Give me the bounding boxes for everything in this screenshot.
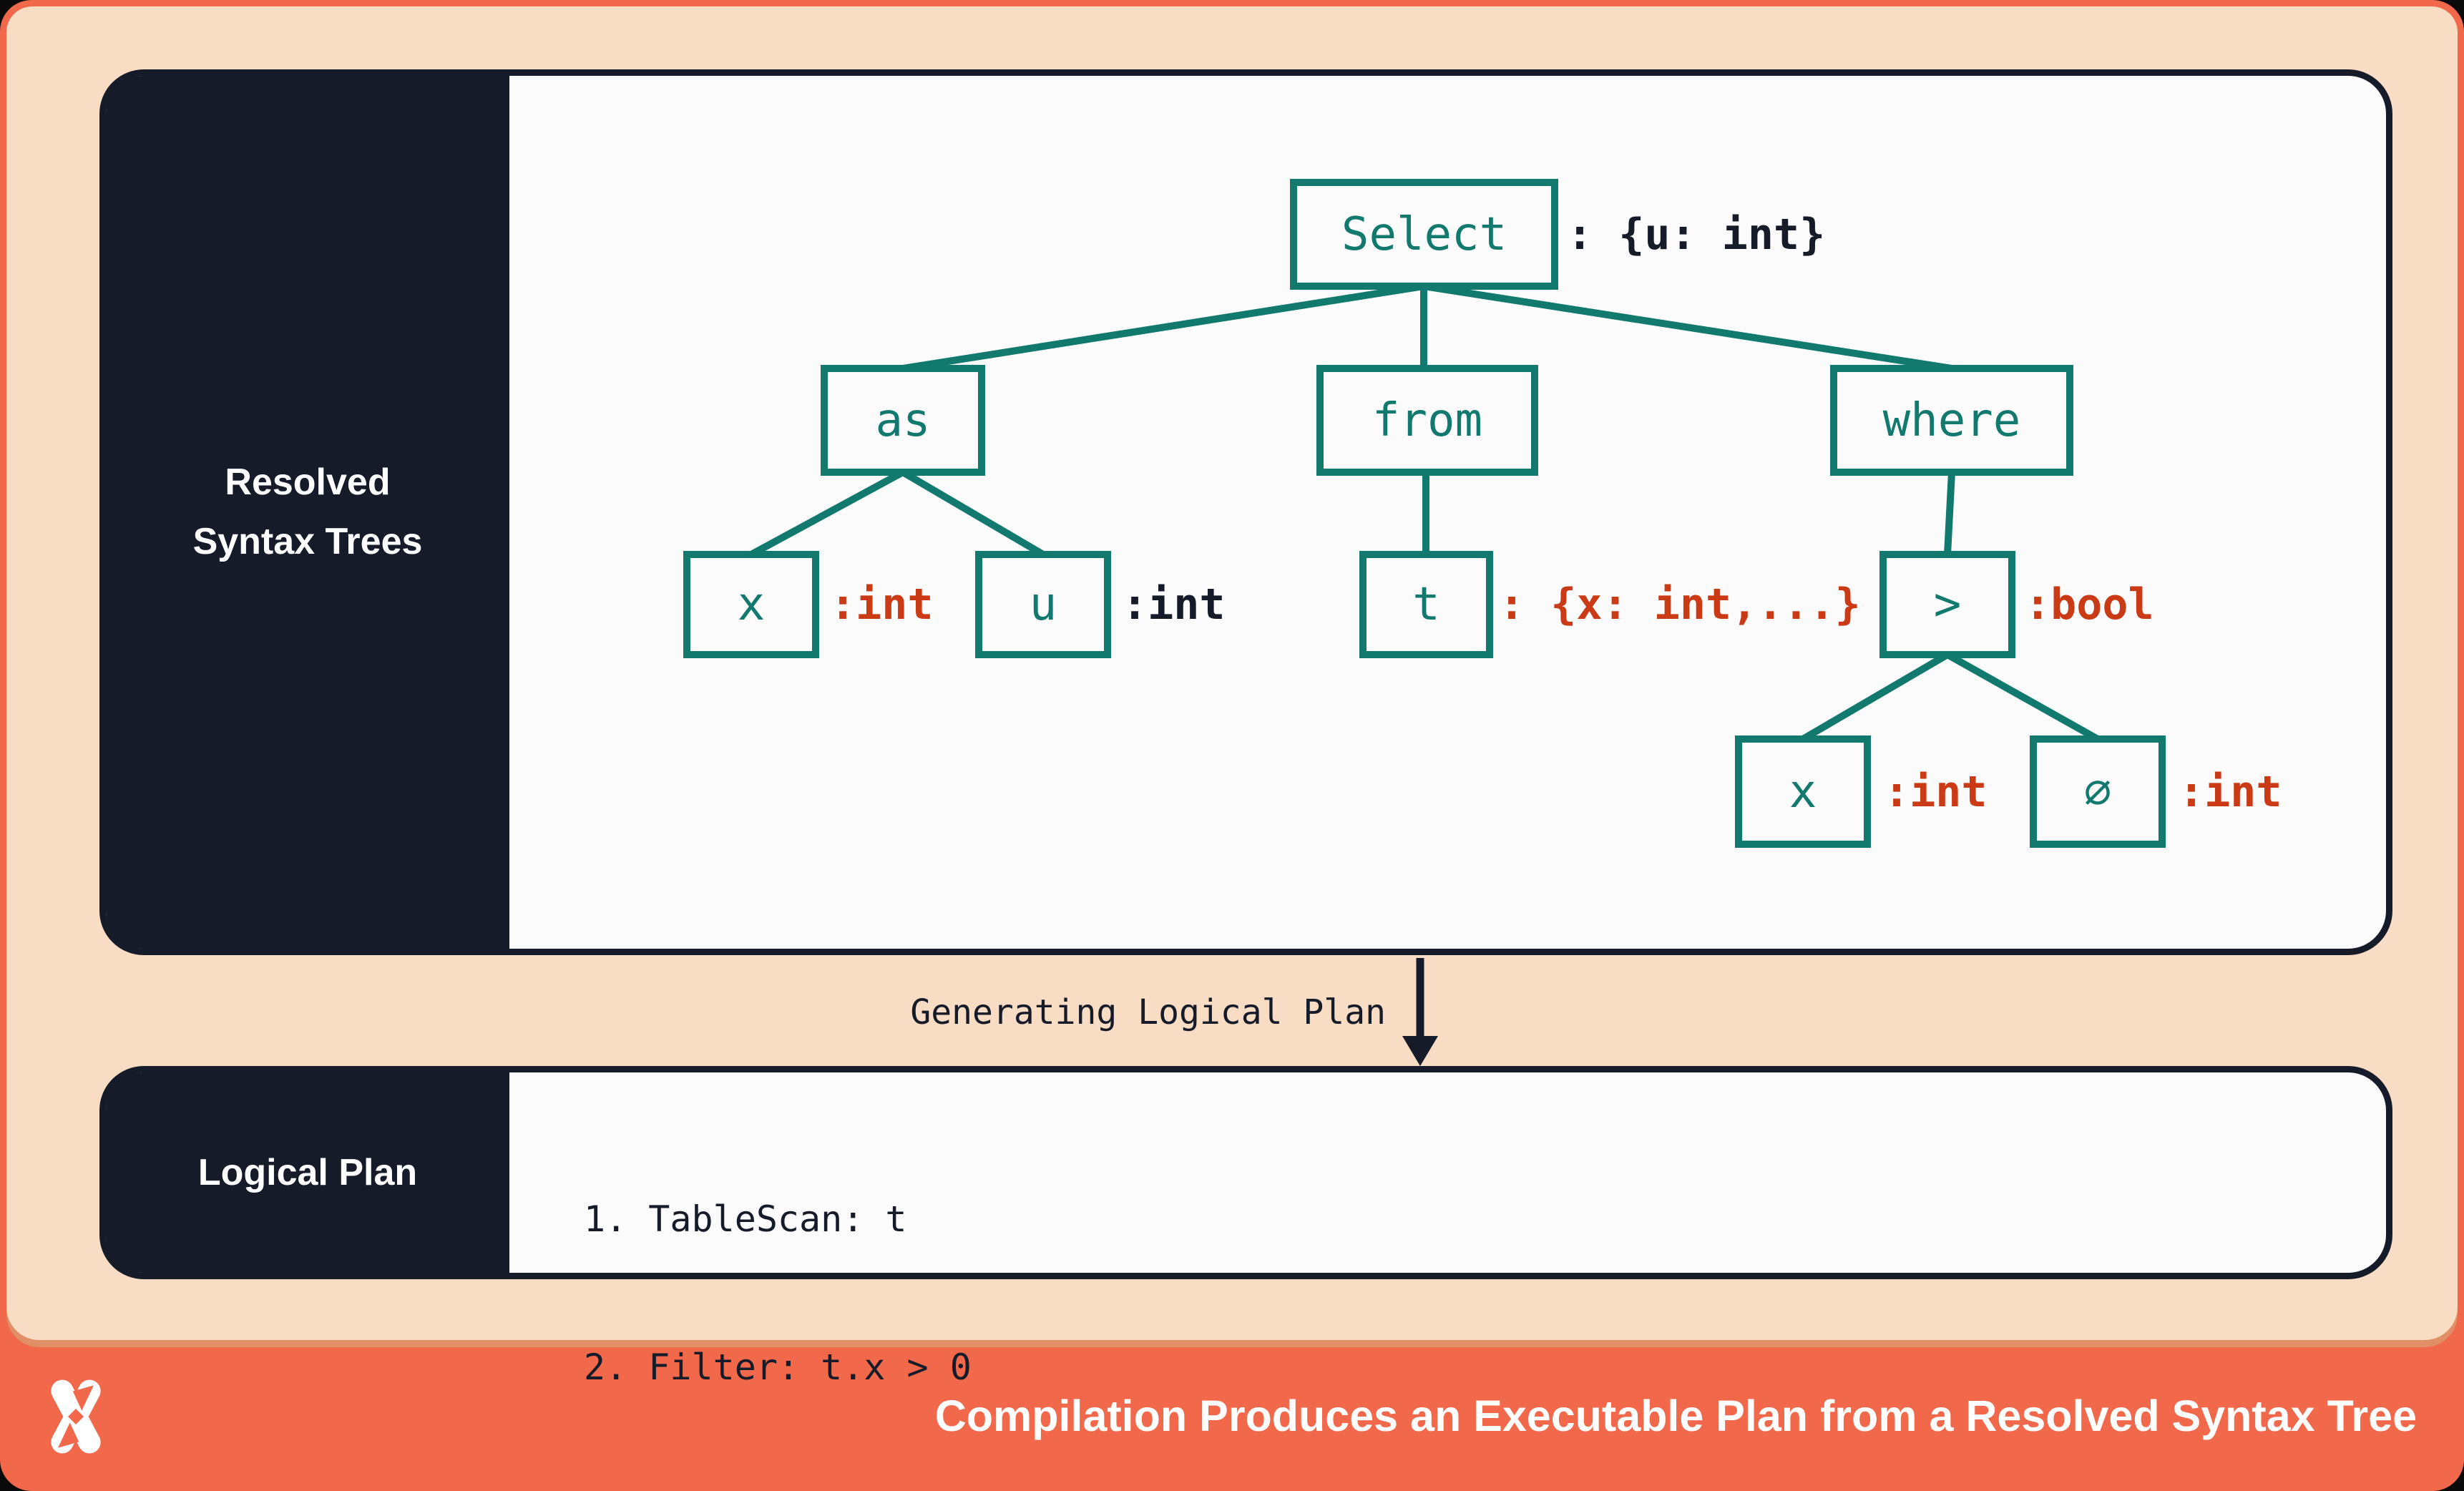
annotation-select-type: : {u: int}	[1567, 209, 1826, 260]
annotation-x-type: :int	[830, 580, 934, 630]
node-label: ∅	[2083, 765, 2112, 818]
node-label: from	[1372, 393, 1483, 447]
tree-node-greater-than: >	[1879, 551, 2015, 658]
node-label: Select	[1341, 207, 1507, 261]
annotation-zero-type: :int	[2179, 766, 2282, 817]
sidebar-title-line1: Resolved	[225, 461, 391, 503]
tree-node-x-leaf: x	[1735, 735, 1871, 848]
node-label: t	[1412, 578, 1440, 631]
annotation-gt-type: :bool	[2025, 580, 2154, 630]
plan-step: 1. TableScan: t	[584, 1198, 907, 1240]
sidebar-title: Logical Plan	[197, 1151, 418, 1193]
node-label: u	[1029, 578, 1057, 631]
annotation-t-type: : {x: int,...}	[1499, 580, 1861, 630]
node-label: x	[737, 578, 766, 631]
tree-node-zero: ∅	[2030, 735, 2166, 848]
tree-node-select: Select	[1290, 179, 1558, 290]
footer-title: Compilation Produces an Executable Plan …	[934, 1391, 2417, 1440]
logical-plan-panel: Logical Plan	[99, 1066, 2392, 1279]
logical-plan-steps: 1. TableScan: t 2. Filter: t.x > 0 3. Pr…	[584, 1096, 1079, 1491]
plan-step: 2. Filter: t.x > 0	[584, 1346, 972, 1388]
tree-node-t: t	[1359, 551, 1493, 658]
tree-node-u: u	[975, 551, 1111, 658]
logical-plan-sidebar: Logical Plan	[106, 1072, 509, 1273]
tree-node-x: x	[683, 551, 819, 658]
transition-label: Generating Logical Plan	[910, 992, 1386, 1032]
tree-node-where: where	[1830, 365, 2073, 476]
tree-node-as: as	[821, 365, 985, 476]
x-pinwheel-logo	[51, 1379, 101, 1454]
node-label: x	[1789, 765, 1817, 818]
node-label: where	[1882, 393, 2021, 447]
resolved-panel-sidebar: Resolved Syntax Trees	[106, 76, 509, 949]
resolved-syntax-trees-panel: Resolved Syntax Trees	[99, 69, 2392, 955]
node-label: as	[875, 393, 931, 447]
sidebar-title-line2: Syntax Trees	[192, 521, 423, 562]
node-label: >	[1933, 578, 1962, 631]
annotation-x-leaf-type: :int	[1884, 766, 1988, 817]
tree-node-from: from	[1316, 365, 1538, 476]
footer-bar: Compilation Produces an Executable Plan …	[0, 1340, 2464, 1491]
annotation-u-type: :int	[1122, 580, 1226, 630]
